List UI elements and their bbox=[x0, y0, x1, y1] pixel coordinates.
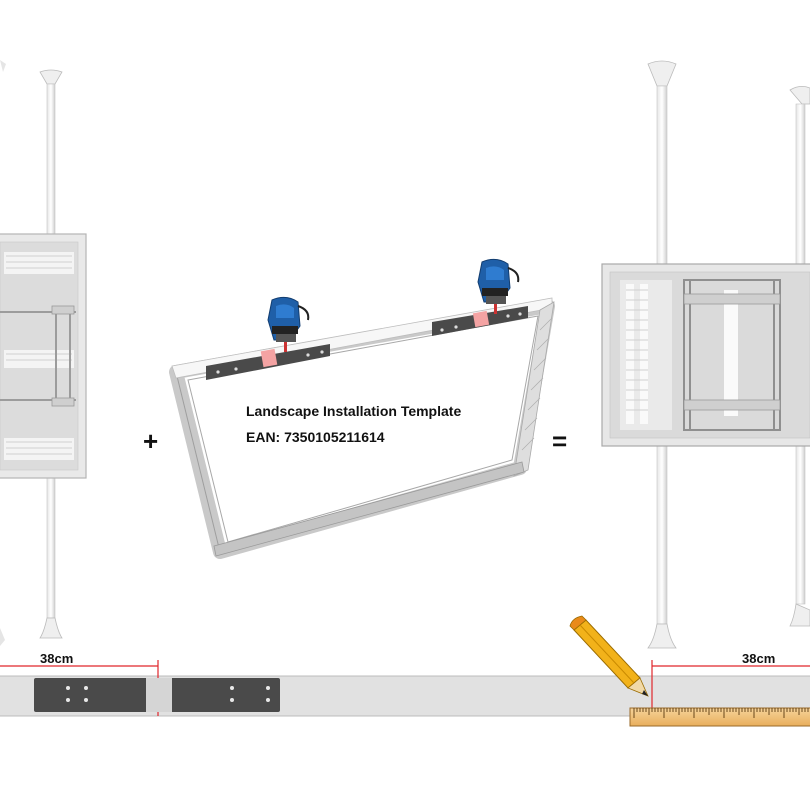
plus-sign: + bbox=[143, 426, 158, 456]
right-floor-stand bbox=[601, 60, 810, 649]
ruler-icon bbox=[629, 707, 810, 727]
left-measure-label: 38cm bbox=[40, 651, 73, 666]
bottom-bracket bbox=[34, 678, 280, 712]
left-screen-back bbox=[0, 233, 87, 479]
right-measurement: 38cm bbox=[651, 651, 810, 712]
left-measurement: 38cm bbox=[0, 651, 159, 716]
template-bracket-left bbox=[206, 344, 330, 380]
template-bracket-right bbox=[432, 306, 528, 336]
right-measure-label: 38cm bbox=[742, 651, 775, 666]
jigsaw-icon bbox=[477, 258, 520, 314]
template-title: Landscape Installation Template bbox=[246, 403, 461, 419]
equals-sign: = bbox=[552, 426, 567, 456]
right-pole-left bbox=[647, 60, 677, 649]
jigsaw-icon bbox=[267, 296, 310, 352]
left-floor-stand bbox=[0, 60, 87, 646]
right-screen-back bbox=[601, 263, 810, 447]
installation-template-frame: Landscape Installation Template EAN: 735… bbox=[169, 258, 555, 559]
template-ean: EAN: 7350105211614 bbox=[246, 429, 385, 445]
pencil-icon bbox=[569, 615, 649, 697]
